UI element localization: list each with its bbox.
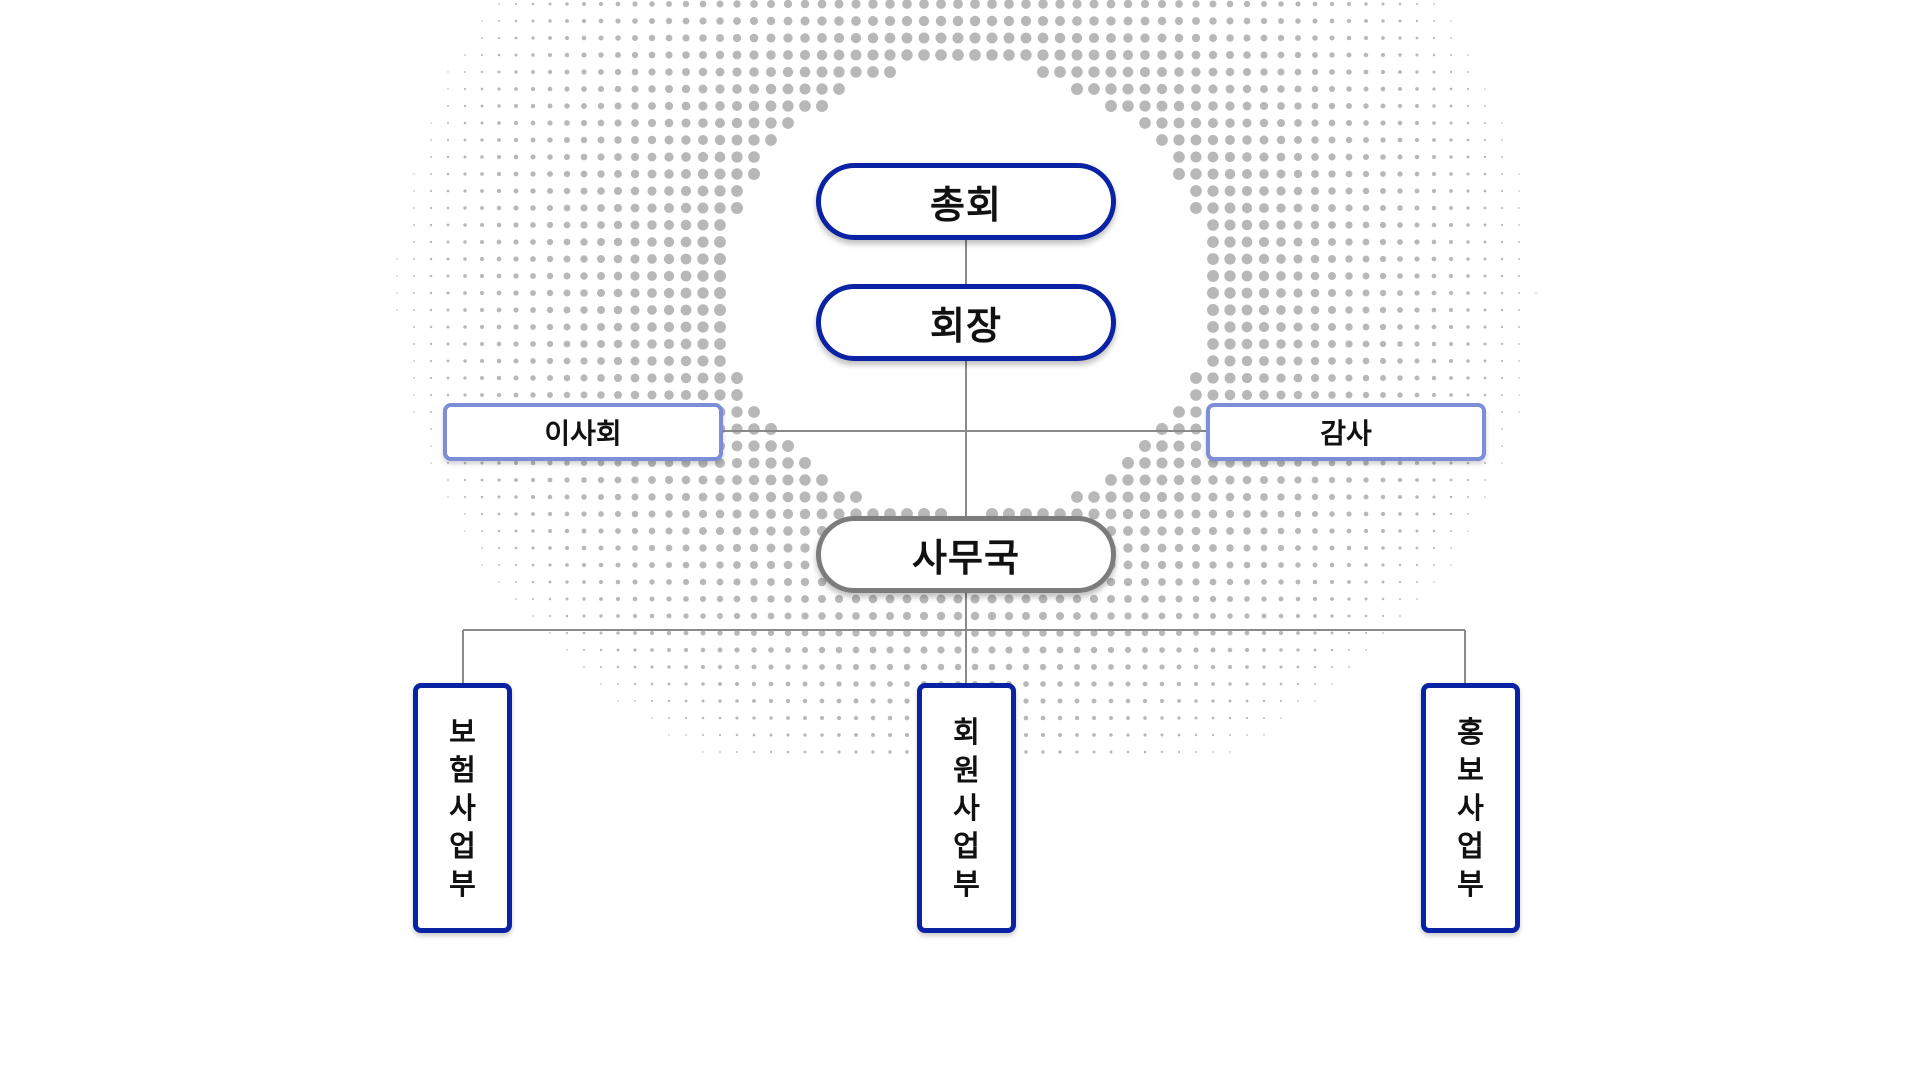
dept-pr-label: 홍보사업부 (1457, 715, 1484, 901)
dept-insurance-label: 보험사업부 (449, 715, 476, 901)
general-assembly-label: 총회 (930, 183, 1002, 227)
board-label: 이사회 (544, 417, 622, 450)
board-node: 이사회 (443, 403, 723, 461)
auditor-label: 감사 (1320, 417, 1372, 450)
general-assembly-node: 총회 (816, 163, 1116, 240)
dept-membership-node: 회원사업부 (917, 683, 1016, 933)
secretariat-node: 사무국 (816, 516, 1116, 593)
dept-membership-label: 회원사업부 (953, 715, 980, 901)
chairman-node: 회장 (816, 284, 1116, 361)
auditor-node: 감사 (1206, 403, 1486, 461)
secretariat-label: 사무국 (912, 536, 1020, 580)
dept-insurance-node: 보험사업부 (413, 683, 512, 933)
chairman-label: 회장 (930, 304, 1002, 348)
dept-pr-node: 홍보사업부 (1421, 683, 1520, 933)
